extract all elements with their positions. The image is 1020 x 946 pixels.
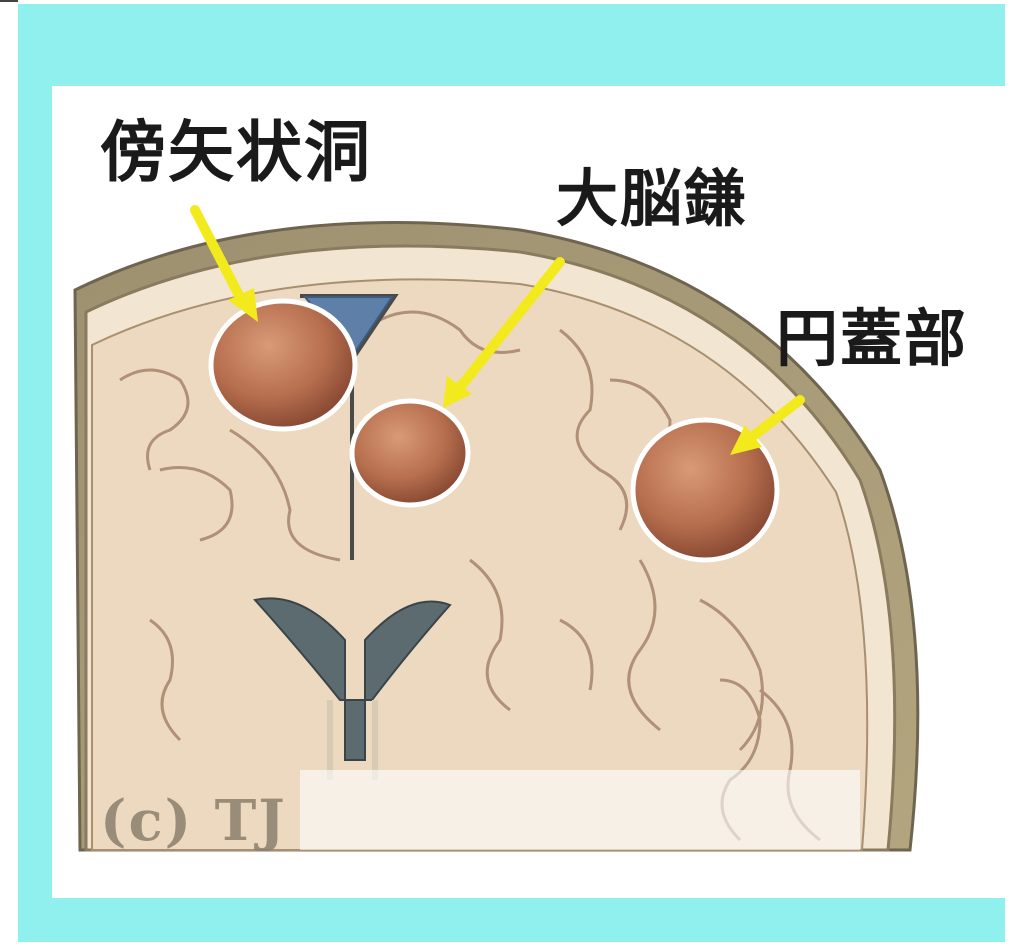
tumor-parasagittal bbox=[211, 301, 355, 429]
tumor-falx bbox=[352, 401, 468, 505]
label-convexity: 円蓋部 bbox=[776, 308, 968, 370]
copyright-watermark: (c) TJ bbox=[100, 788, 287, 854]
label-falx: 大脳鎌 bbox=[556, 168, 748, 230]
label-parasagittal: 傍矢状洞 bbox=[100, 120, 372, 186]
bottom-mask bbox=[300, 770, 860, 850]
